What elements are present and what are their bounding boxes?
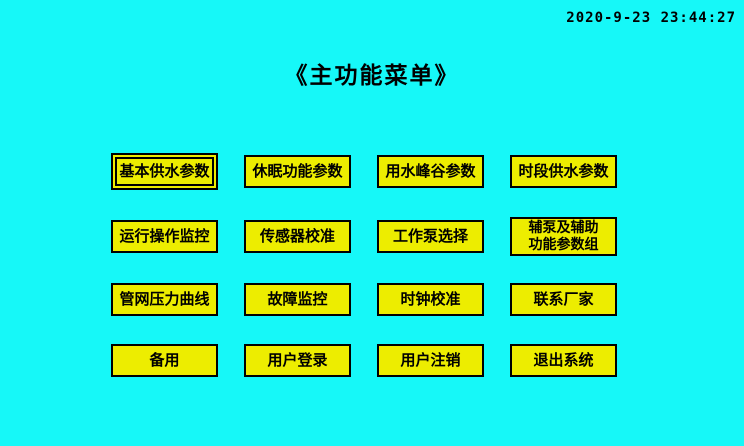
menu-button-clock-calibration[interactable]: 时钟校准 [377,283,484,316]
menu-button-time-period-supply-params[interactable]: 时段供水参数 [510,155,617,188]
page-title: 《主功能菜单》 [284,63,460,89]
menu-button-user-logout[interactable]: 用户注销 [377,344,484,377]
menu-button-user-login[interactable]: 用户登录 [244,344,351,377]
menu-button-sensor-calibration[interactable]: 传感器校准 [244,220,351,253]
menu-button-operation-monitor[interactable]: 运行操作监控 [111,220,218,253]
menu-button-fault-monitor[interactable]: 故障监控 [244,283,351,316]
menu-button-grid: 基本供水参数 休眠功能参数 用水峰谷参数 时段供水参数 运行操作监控 传感器校准… [111,153,617,378]
menu-button-pipe-network-pressure-curve[interactable]: 管网压力曲线 [111,283,218,316]
menu-button-contact-manufacturer[interactable]: 联系厂家 [510,283,617,316]
menu-button-exit-system[interactable]: 退出系统 [510,344,617,377]
menu-button-aux-pump-function-params[interactable]: 辅泵及辅助 功能参数组 [510,217,617,256]
system-timestamp: 2020-9-23 23:44:27 [566,10,736,26]
menu-button-basic-water-supply-params[interactable]: 基本供水参数 [111,153,218,190]
menu-button-working-pump-selection[interactable]: 工作泵选择 [377,220,484,253]
menu-button-spare[interactable]: 备用 [111,344,218,377]
menu-button-water-peak-valley-params[interactable]: 用水峰谷参数 [377,155,484,188]
menu-button-sleep-function-params[interactable]: 休眠功能参数 [244,155,351,188]
